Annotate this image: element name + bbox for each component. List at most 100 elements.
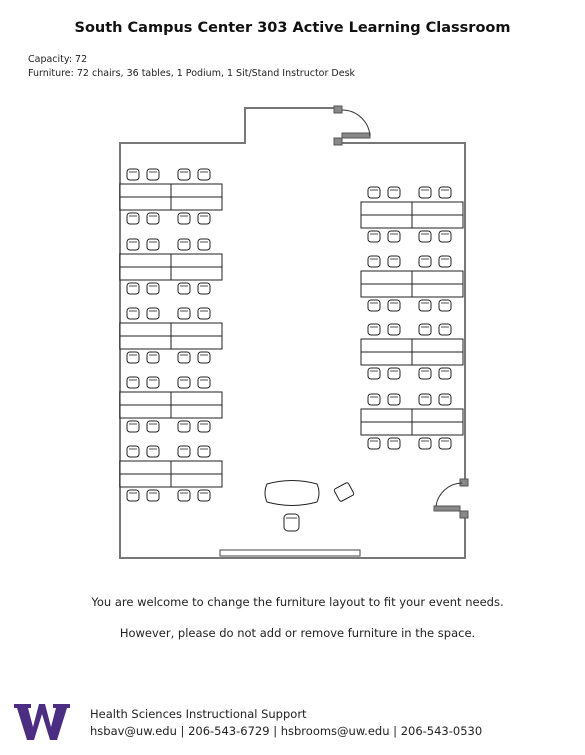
chair-seat bbox=[146, 445, 160, 458]
table bbox=[411, 283, 464, 298]
chair bbox=[146, 376, 160, 389]
door-hinge bbox=[333, 137, 343, 146]
chair-seat bbox=[438, 299, 452, 312]
chair-seat bbox=[438, 255, 452, 268]
table bbox=[411, 214, 464, 229]
chair bbox=[387, 323, 401, 336]
chair bbox=[177, 307, 191, 320]
table bbox=[119, 322, 172, 337]
chair bbox=[387, 186, 401, 199]
table bbox=[411, 338, 464, 353]
table bbox=[119, 460, 172, 475]
chair bbox=[177, 168, 191, 181]
chair bbox=[146, 168, 160, 181]
table bbox=[119, 404, 172, 419]
chair bbox=[367, 255, 381, 268]
chair bbox=[146, 420, 160, 433]
chair-seat bbox=[126, 168, 140, 181]
instructor-chair bbox=[283, 513, 300, 532]
chair bbox=[177, 489, 191, 502]
table bbox=[119, 196, 172, 211]
podium bbox=[333, 482, 355, 502]
chair-seat bbox=[177, 489, 191, 502]
table bbox=[411, 270, 464, 285]
table bbox=[119, 183, 172, 198]
chair bbox=[438, 393, 452, 406]
chair-seat bbox=[367, 393, 381, 406]
chair-seat bbox=[177, 420, 191, 433]
chair bbox=[177, 351, 191, 364]
chair-seat bbox=[146, 376, 160, 389]
chair bbox=[146, 212, 160, 225]
chair-seat bbox=[197, 168, 211, 181]
table bbox=[170, 460, 223, 475]
chair-seat bbox=[146, 351, 160, 364]
table bbox=[360, 270, 413, 285]
chair-seat bbox=[387, 186, 401, 199]
layout-note: You are welcome to change the furniture … bbox=[91, 595, 504, 609]
chair bbox=[146, 238, 160, 251]
chair-seat bbox=[126, 238, 140, 251]
chair-seat bbox=[177, 282, 191, 295]
door-leaf bbox=[433, 505, 461, 512]
chair-seat bbox=[438, 186, 452, 199]
furniture-text: Furniture: 72 chairs, 36 tables, 1 Podiu… bbox=[28, 68, 356, 79]
chair bbox=[367, 393, 381, 406]
chair-seat bbox=[387, 437, 401, 450]
table bbox=[170, 473, 223, 488]
chair-seat bbox=[177, 351, 191, 364]
chair-seat bbox=[177, 168, 191, 181]
chair bbox=[367, 299, 381, 312]
door-leaf bbox=[341, 132, 371, 139]
furniture-warning: However, please do not add or remove fur… bbox=[119, 626, 476, 640]
chair bbox=[146, 445, 160, 458]
instructor-desk bbox=[264, 480, 320, 506]
chair bbox=[197, 489, 211, 502]
table bbox=[170, 266, 223, 281]
chair-seat bbox=[197, 376, 211, 389]
chair-seat bbox=[197, 489, 211, 502]
room-walls bbox=[119, 107, 466, 559]
chair bbox=[418, 323, 432, 336]
chair bbox=[126, 420, 140, 433]
chair-seat bbox=[367, 323, 381, 336]
chair bbox=[438, 323, 452, 336]
chair bbox=[126, 351, 140, 364]
chair bbox=[438, 186, 452, 199]
table bbox=[170, 253, 223, 268]
chair-seat bbox=[146, 238, 160, 251]
chair bbox=[418, 255, 432, 268]
table bbox=[170, 404, 223, 419]
chair bbox=[438, 299, 452, 312]
chair bbox=[146, 282, 160, 295]
chair-seat bbox=[126, 212, 140, 225]
table bbox=[360, 214, 413, 229]
chair bbox=[197, 420, 211, 433]
chair-seat bbox=[418, 323, 432, 336]
chair-seat bbox=[197, 445, 211, 458]
table bbox=[360, 201, 413, 216]
table bbox=[170, 335, 223, 350]
door-hinge bbox=[333, 105, 343, 114]
chair-seat bbox=[126, 376, 140, 389]
table bbox=[360, 351, 413, 366]
chair bbox=[438, 255, 452, 268]
door-swing-arc bbox=[341, 109, 371, 137]
chair bbox=[177, 376, 191, 389]
chair-seat bbox=[177, 238, 191, 251]
chair-seat bbox=[418, 255, 432, 268]
chair-seat bbox=[418, 437, 432, 450]
chair bbox=[146, 351, 160, 364]
chair-seat bbox=[197, 238, 211, 251]
chair bbox=[418, 186, 432, 199]
chair bbox=[418, 299, 432, 312]
chair bbox=[146, 489, 160, 502]
door-hinge bbox=[459, 510, 469, 519]
chair bbox=[197, 445, 211, 458]
chair-seat bbox=[177, 212, 191, 225]
chair bbox=[418, 230, 432, 243]
wall-top-right bbox=[338, 142, 466, 483]
capacity-text: Capacity: 72 bbox=[28, 54, 88, 65]
chair-seat bbox=[367, 255, 381, 268]
